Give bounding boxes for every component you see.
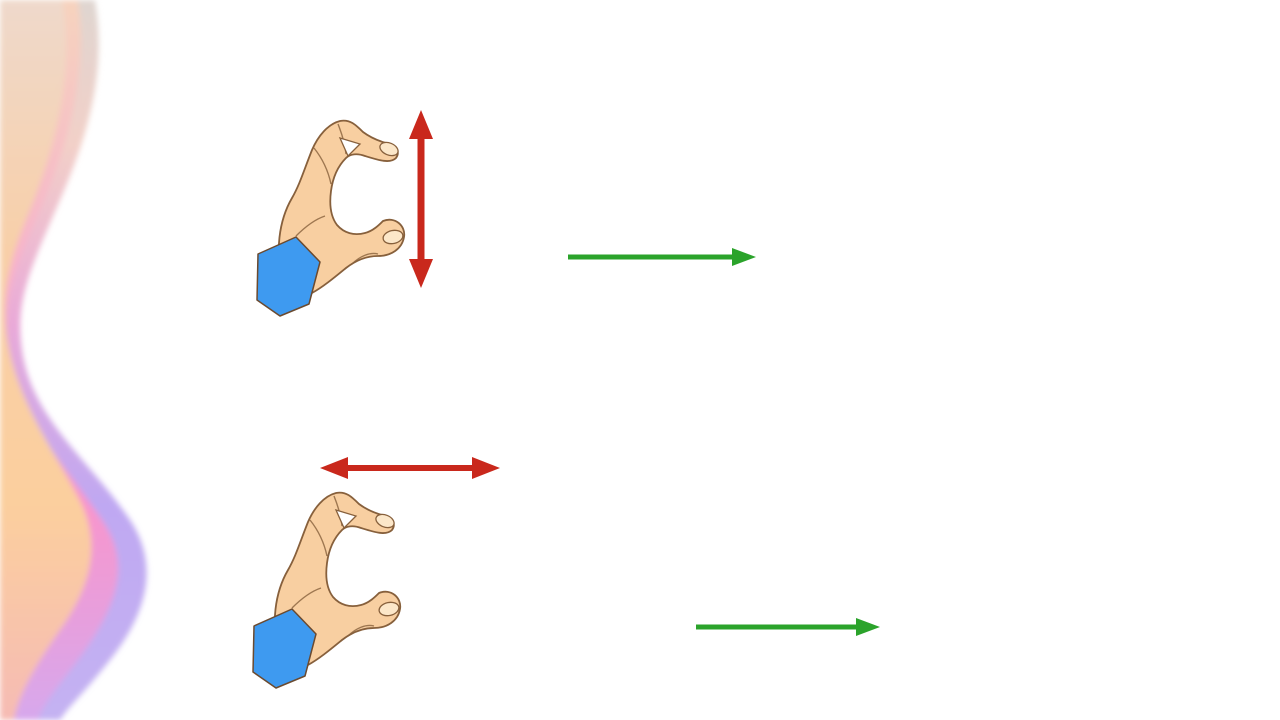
swoosh-peach-layer bbox=[0, 0, 92, 720]
particle-motion-horizontal-arrow bbox=[320, 457, 500, 479]
hand-holding-slinky-illustration bbox=[252, 491, 402, 689]
transverse-diagram bbox=[256, 110, 756, 317]
energy-transport-arrow bbox=[696, 618, 880, 636]
hand-holding-slinky-illustration bbox=[256, 119, 406, 317]
particle-motion-vertical-arrow bbox=[409, 110, 433, 288]
energy-transport-arrow bbox=[568, 248, 756, 266]
longitudinal-diagram bbox=[252, 457, 880, 689]
gradient-swoosh-decoration bbox=[0, 0, 147, 720]
